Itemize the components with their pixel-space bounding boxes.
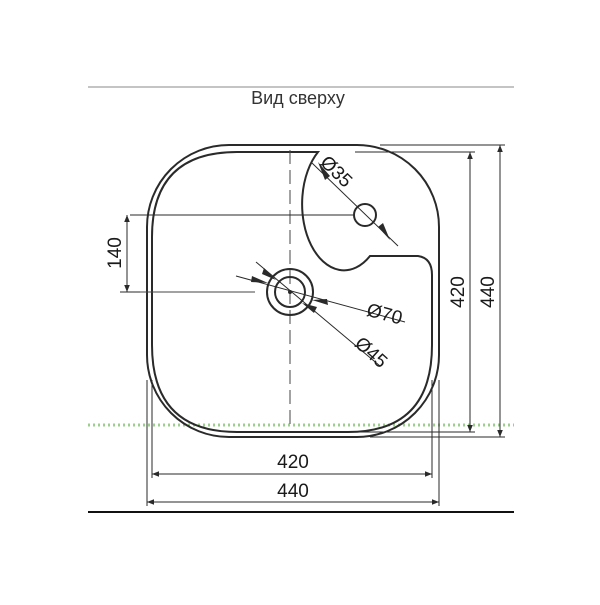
drain-inner-arrow <box>262 268 276 280</box>
drain-outer-circle <box>266 268 314 316</box>
drain-outer-label: Ø70 <box>364 300 404 330</box>
drain-outer-leader <box>235 275 406 323</box>
basin-inner-outline <box>151 151 433 433</box>
offset-label: 140 <box>105 237 126 269</box>
tap-hole-circle <box>353 203 377 227</box>
drain-inner-circle <box>274 276 306 308</box>
tap-hole-arrow-a <box>318 162 330 180</box>
tap-hole-arrow-b <box>378 223 390 240</box>
tap-hole-label: Ø35 <box>316 152 356 192</box>
drain-outer-arrow <box>251 276 268 283</box>
drain-outer-arrow-b <box>312 299 328 305</box>
outer-height-label: 440 <box>478 276 499 308</box>
drain-inner-arrow-b <box>302 303 317 313</box>
basin-outer-outline <box>146 144 440 438</box>
drain-inner-leader <box>255 261 381 367</box>
drain-inner-label: Ø45 <box>350 333 391 373</box>
inner-height-label: 420 <box>448 276 469 308</box>
inner-width-label: 420 <box>277 452 309 473</box>
outer-width-label: 440 <box>277 481 309 502</box>
view-title: Вид сверху <box>251 88 345 108</box>
